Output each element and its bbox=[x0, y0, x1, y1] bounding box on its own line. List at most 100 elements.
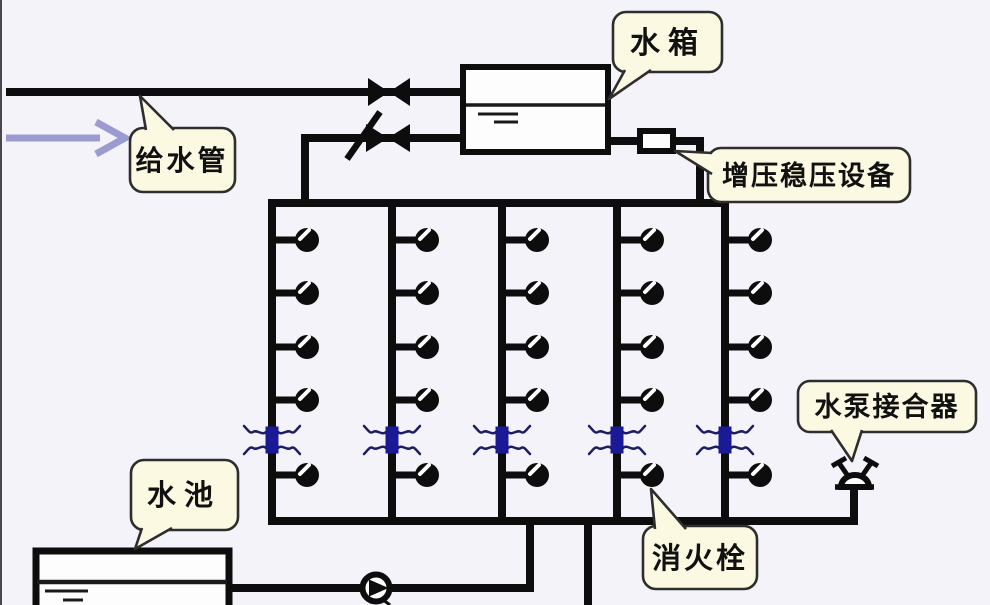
hydrant-highlight bbox=[643, 335, 656, 348]
hydrant-highlight bbox=[418, 281, 431, 294]
hydrant-highlight bbox=[751, 228, 764, 241]
pump-discharge-pipe bbox=[229, 521, 534, 592]
check-valve-icon bbox=[344, 110, 410, 161]
callout-fire-hydrant: 消火栓 bbox=[641, 487, 759, 591]
callout-pool: 水池 bbox=[129, 458, 240, 551]
flex-joint-icon bbox=[265, 426, 279, 454]
fire-hydrant-icon bbox=[295, 228, 319, 252]
fire-hydrant-icon bbox=[640, 463, 664, 487]
callout-supply-pipe: 给水管 bbox=[128, 94, 237, 194]
flex-joint-wave bbox=[587, 424, 613, 435]
fire-hydrant-icon bbox=[525, 281, 549, 305]
fire-hydrant-icon bbox=[525, 228, 549, 252]
hydrant-highlight bbox=[751, 281, 764, 294]
fire-hydrant-icon bbox=[640, 281, 664, 305]
fire-hydrant-icon bbox=[748, 388, 772, 412]
flex-joint-wave bbox=[506, 445, 532, 456]
callout-pressure-device: 增压稳压设备 bbox=[673, 146, 912, 204]
flex-joint-wave bbox=[276, 445, 302, 456]
hydrant-highlight bbox=[418, 228, 431, 241]
flex-joint-wave bbox=[362, 424, 388, 435]
hydrant-highlight bbox=[418, 463, 431, 476]
flex-joint-wave bbox=[729, 424, 755, 435]
flex-joint-wave bbox=[276, 424, 302, 435]
fire-hydrant-icon bbox=[748, 463, 772, 487]
hydrant-highlight bbox=[418, 388, 431, 401]
hydrant-highlight bbox=[298, 281, 311, 294]
flex-joint-wave bbox=[472, 424, 498, 435]
fire-hydrant-icon bbox=[415, 463, 439, 487]
hydrant-highlight bbox=[528, 463, 541, 476]
hydrant-highlight bbox=[298, 335, 311, 348]
fire-hydrant-icon bbox=[640, 228, 664, 252]
hydrant-highlight bbox=[643, 463, 656, 476]
flex-joint-wave bbox=[506, 424, 532, 435]
hydrant-highlight bbox=[298, 228, 311, 241]
flow-arrow-icon bbox=[6, 118, 133, 158]
water-tank bbox=[460, 64, 611, 155]
fire-hydrant-icon bbox=[415, 281, 439, 305]
fire-hydrant-icon bbox=[525, 463, 549, 487]
hydrant-highlight bbox=[643, 388, 656, 401]
fire-hydrant-icon bbox=[295, 388, 319, 412]
hydrant-highlight bbox=[418, 335, 431, 348]
fire-hydrant-icon bbox=[525, 388, 549, 412]
flex-joint-wave bbox=[695, 424, 721, 435]
reservoir-pool bbox=[32, 547, 233, 605]
fire-hydrant-icon bbox=[748, 281, 772, 305]
flex-joint-wave bbox=[242, 424, 268, 435]
pressure-device-label: 增压稳压设备 bbox=[722, 160, 896, 191]
pump-tail bbox=[381, 597, 391, 605]
pump-adapter-label: 水泵接合器 bbox=[815, 391, 960, 422]
flex-joint-wave bbox=[729, 445, 755, 456]
hydrant-highlight bbox=[528, 388, 541, 401]
pressure-device-icon bbox=[637, 128, 676, 154]
flex-joint-wave bbox=[472, 445, 498, 456]
pump-icon bbox=[359, 571, 393, 605]
valve-slash bbox=[344, 110, 383, 161]
flex-joint-wave bbox=[621, 445, 647, 456]
hydrant-highlight bbox=[751, 335, 764, 348]
flex-joint-icon bbox=[718, 426, 732, 454]
hydrant-highlight bbox=[298, 388, 311, 401]
bypass-pipe bbox=[301, 134, 463, 207]
fire-hydrant-icon bbox=[415, 335, 439, 359]
callout-water-tank: 水箱 bbox=[607, 10, 724, 101]
flex-joint-wave bbox=[242, 445, 268, 456]
hydrant-grid bbox=[242, 203, 772, 521]
fire-hydrant-icon bbox=[415, 228, 439, 252]
flex-joint-wave bbox=[396, 445, 422, 456]
flex-joint-wave bbox=[587, 445, 613, 456]
hydrant-highlight bbox=[643, 228, 656, 241]
fire-hydrant-icon bbox=[295, 463, 319, 487]
flex-joint-icon bbox=[385, 426, 399, 454]
hydrant-highlight bbox=[298, 463, 311, 476]
flex-joint-wave bbox=[621, 424, 647, 435]
gate-valve-icon bbox=[368, 78, 410, 106]
hydrant-highlight bbox=[643, 281, 656, 294]
flex-joint-icon bbox=[495, 426, 509, 454]
fire-hydrant-icon bbox=[295, 335, 319, 359]
pump-adapter-icon bbox=[830, 455, 880, 490]
fire-hydrant-icon bbox=[640, 388, 664, 412]
water-tank-label: 水箱 bbox=[630, 27, 706, 60]
fire-hydrant-icon bbox=[525, 335, 549, 359]
hydrant-highlight bbox=[751, 388, 764, 401]
fire-hydrant-icon bbox=[295, 281, 319, 305]
flex-joint-wave bbox=[362, 445, 388, 456]
grid-bottom-main bbox=[268, 487, 858, 525]
hydrant-highlight bbox=[528, 228, 541, 241]
callout-pump-adapter: 水泵接合器 bbox=[796, 379, 978, 463]
supply-pipe-label: 给水管 bbox=[135, 144, 228, 176]
fire-hydrant-label: 消火栓 bbox=[652, 542, 748, 575]
hydrant-highlight bbox=[528, 335, 541, 348]
hydrant-highlight bbox=[528, 281, 541, 294]
fire-hydrant-icon bbox=[748, 335, 772, 359]
fire-hydrant-icon bbox=[415, 388, 439, 412]
fire-hydrant-icon bbox=[748, 228, 772, 252]
hydrant-highlight bbox=[751, 463, 764, 476]
flex-joint-icon bbox=[610, 426, 624, 454]
pool-label: 水池 bbox=[147, 479, 221, 512]
